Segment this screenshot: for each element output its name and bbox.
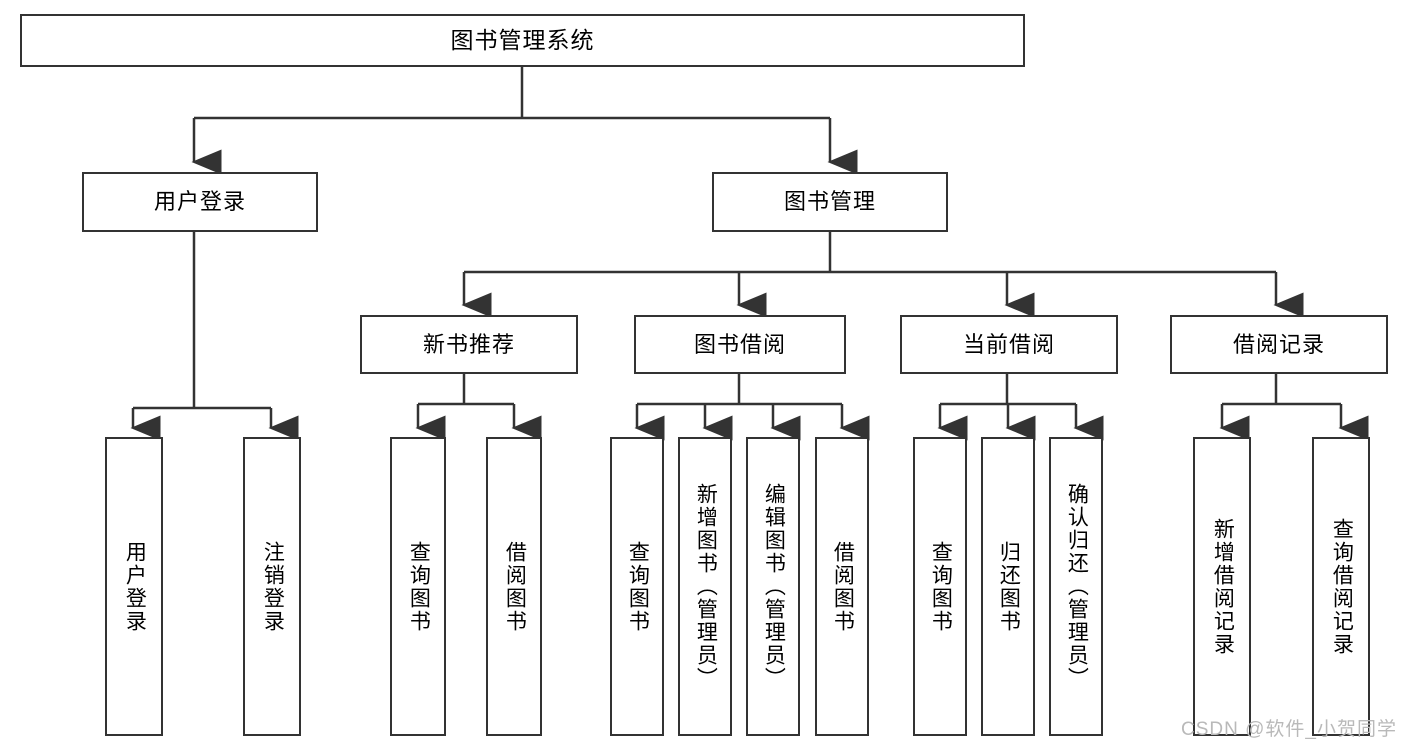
node-leaf-query-book-c-label: 查询图书 — [929, 540, 953, 633]
node-leaf-edit-book-label: 编辑图书（管理员） — [762, 483, 786, 690]
node-leaf-add-record[interactable]: 新增借阅记录 — [1193, 437, 1251, 736]
node-leaf-borrow-book-a-label: 借阅图书 — [503, 540, 527, 633]
node-leaf-return-book[interactable]: 归还图书 — [981, 437, 1035, 736]
node-leaf-logout[interactable]: 注销登录 — [243, 437, 301, 736]
node-leaf-borrow-book-a[interactable]: 借阅图书 — [486, 437, 542, 736]
node-leaf-query-book-c[interactable]: 查询图书 — [913, 437, 967, 736]
node-leaf-query-book-b-label: 查询图书 — [626, 540, 650, 633]
node-leaf-query-book-b[interactable]: 查询图书 — [610, 437, 664, 736]
node-book-borrow[interactable]: 图书借阅 — [634, 315, 846, 374]
node-new-book-rec-label: 新书推荐 — [422, 331, 515, 357]
node-leaf-add-book-label: 新增图书（管理员） — [694, 483, 718, 690]
node-leaf-user-login[interactable]: 用户登录 — [105, 437, 163, 736]
node-root[interactable]: 图书管理系统 — [20, 14, 1025, 67]
node-leaf-edit-book[interactable]: 编辑图书（管理员） — [746, 437, 800, 736]
watermark: CSDN @软件_小贺同学 — [1181, 719, 1397, 740]
node-borrow-record[interactable]: 借阅记录 — [1170, 315, 1388, 374]
node-book-manage[interactable]: 图书管理 — [712, 172, 948, 232]
node-leaf-confirm-return-label: 确认归还（管理员） — [1065, 483, 1089, 690]
node-borrow-record-label: 借阅记录 — [1232, 331, 1325, 357]
node-leaf-add-record-label: 新增借阅记录 — [1211, 517, 1235, 656]
node-leaf-query-record[interactable]: 查询借阅记录 — [1312, 437, 1370, 736]
node-leaf-query-book-a[interactable]: 查询图书 — [390, 437, 446, 736]
node-leaf-return-book-label: 归还图书 — [997, 540, 1021, 633]
node-current-borrow[interactable]: 当前借阅 — [900, 315, 1118, 374]
node-user-login[interactable]: 用户登录 — [82, 172, 318, 232]
node-root-label: 图书管理系统 — [450, 27, 595, 54]
node-leaf-user-login-label: 用户登录 — [123, 540, 147, 633]
node-leaf-logout-label: 注销登录 — [261, 540, 285, 633]
node-book-manage-label: 图书管理 — [783, 189, 876, 215]
node-leaf-query-book-a-label: 查询图书 — [407, 540, 431, 633]
node-current-borrow-label: 当前借阅 — [962, 331, 1055, 357]
node-book-borrow-label: 图书借阅 — [693, 331, 786, 357]
node-leaf-add-book[interactable]: 新增图书（管理员） — [678, 437, 732, 736]
node-leaf-borrow-book-b[interactable]: 借阅图书 — [815, 437, 869, 736]
node-leaf-confirm-return[interactable]: 确认归还（管理员） — [1049, 437, 1103, 736]
node-leaf-borrow-book-b-label: 借阅图书 — [831, 540, 855, 633]
node-new-book-rec[interactable]: 新书推荐 — [360, 315, 578, 374]
node-user-login-label: 用户登录 — [153, 189, 246, 215]
node-leaf-query-record-label: 查询借阅记录 — [1330, 517, 1354, 656]
